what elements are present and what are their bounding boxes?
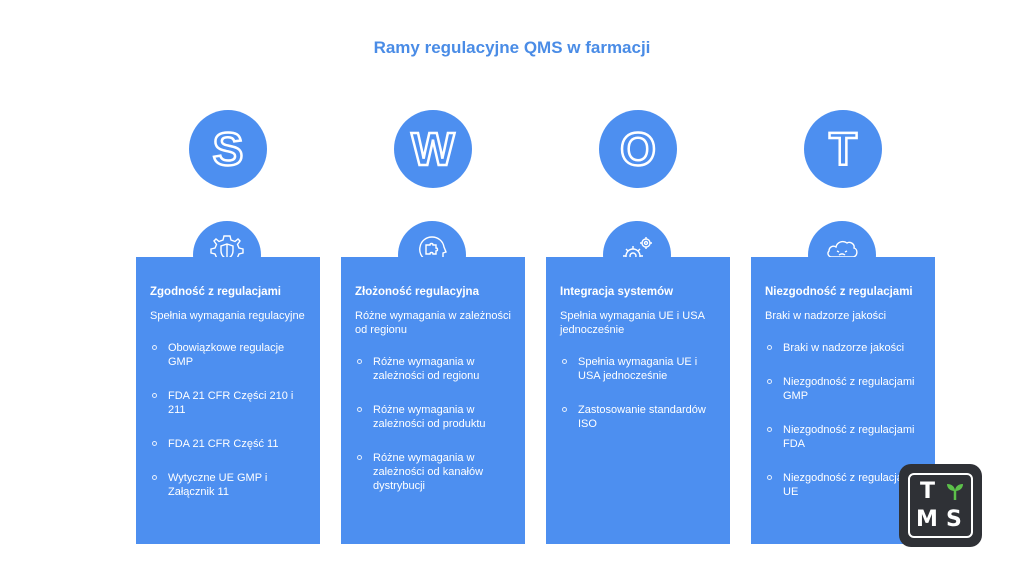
card-s: Zgodność z regulacjami Spełnia wymagania… <box>136 257 320 544</box>
list-item: Różne wymagania w zależności od kanałów … <box>355 451 513 493</box>
card-subtitle: Różne wymagania w zależności od regionu <box>355 310 511 336</box>
card-subtitle: Braki w nadzorze jakości <box>765 310 887 322</box>
bullet-icon <box>357 359 362 364</box>
letter-circle-t: T <box>804 110 882 188</box>
letter-circle-s: S <box>189 110 267 188</box>
tms-logo: T M S <box>899 464 982 547</box>
bullet-icon <box>357 407 362 412</box>
list-item: FDA 21 CFR Część 11 <box>150 437 308 451</box>
list-item: Braki w nadzorze jakości <box>765 341 923 355</box>
bullet-icon <box>152 345 157 350</box>
card-heading: Integracja systemów <box>560 286 674 298</box>
bullet-icon <box>767 475 772 480</box>
bullet-icon <box>152 475 157 480</box>
letter-o: O <box>620 123 656 175</box>
card-heading: Zgodność z regulacjami <box>150 286 281 298</box>
list-item: Niezgodność z regulacjami FDA <box>765 423 923 451</box>
card-o: Integracja systemów Spełnia wymagania UE… <box>546 257 730 544</box>
list-item: Wytyczne UE GMP i Załącznik 11 <box>150 471 308 499</box>
list-item: Niezgodność z regulacjami GMP <box>765 375 923 403</box>
letter-w: W <box>411 123 455 175</box>
logo-letter-m: M <box>916 507 938 532</box>
card-subtitle: Spełnia wymagania UE i USA jednocześnie <box>560 310 705 336</box>
logo-letter-s: S <box>946 507 962 532</box>
list-item: Różne wymagania w zależności od produktu <box>355 403 513 431</box>
bullet-icon <box>357 455 362 460</box>
letter-circle-w: W <box>394 110 472 188</box>
list-item: FDA 21 CFR Części 210 i 211 <box>150 389 308 417</box>
list-item: Obowiązkowe regulacje GMP <box>150 341 308 369</box>
logo-frame: T M S <box>908 473 973 538</box>
card-heading: Złożoność regulacyjna <box>355 286 479 298</box>
bullet-icon <box>767 427 772 432</box>
bullet-icon <box>562 359 567 364</box>
list-item: Różne wymagania w zależności od regionu <box>355 355 513 383</box>
list-item: Spełnia wymagania UE i USA jednocześnie <box>560 355 718 383</box>
card-t: Niezgodność z regulacjami Braki w nadzor… <box>751 257 935 544</box>
page-title: Ramy regulacyjne QMS w farmacji <box>373 38 651 57</box>
letter-s: S <box>213 123 244 175</box>
list-item: Niezgodność z regulacjami UE <box>765 471 923 499</box>
letter-t: T <box>829 123 857 175</box>
bullet-icon <box>152 393 157 398</box>
bullet-icon <box>767 345 772 350</box>
bullet-icon <box>767 379 772 384</box>
card-heading: Niezgodność z regulacjami <box>765 286 913 298</box>
logo-letter-t: T <box>920 479 936 504</box>
card-w: Złożoność regulacyjna Różne wymagania w … <box>341 257 525 544</box>
sprout-icon <box>947 484 963 500</box>
letter-circle-o: O <box>599 110 677 188</box>
bullet-icon <box>152 441 157 446</box>
bullet-icon <box>562 407 567 412</box>
card-subtitle: Spełnia wymagania regulacyjne <box>150 310 305 322</box>
list-item: Zastosowanie standardów ISO <box>560 403 718 431</box>
